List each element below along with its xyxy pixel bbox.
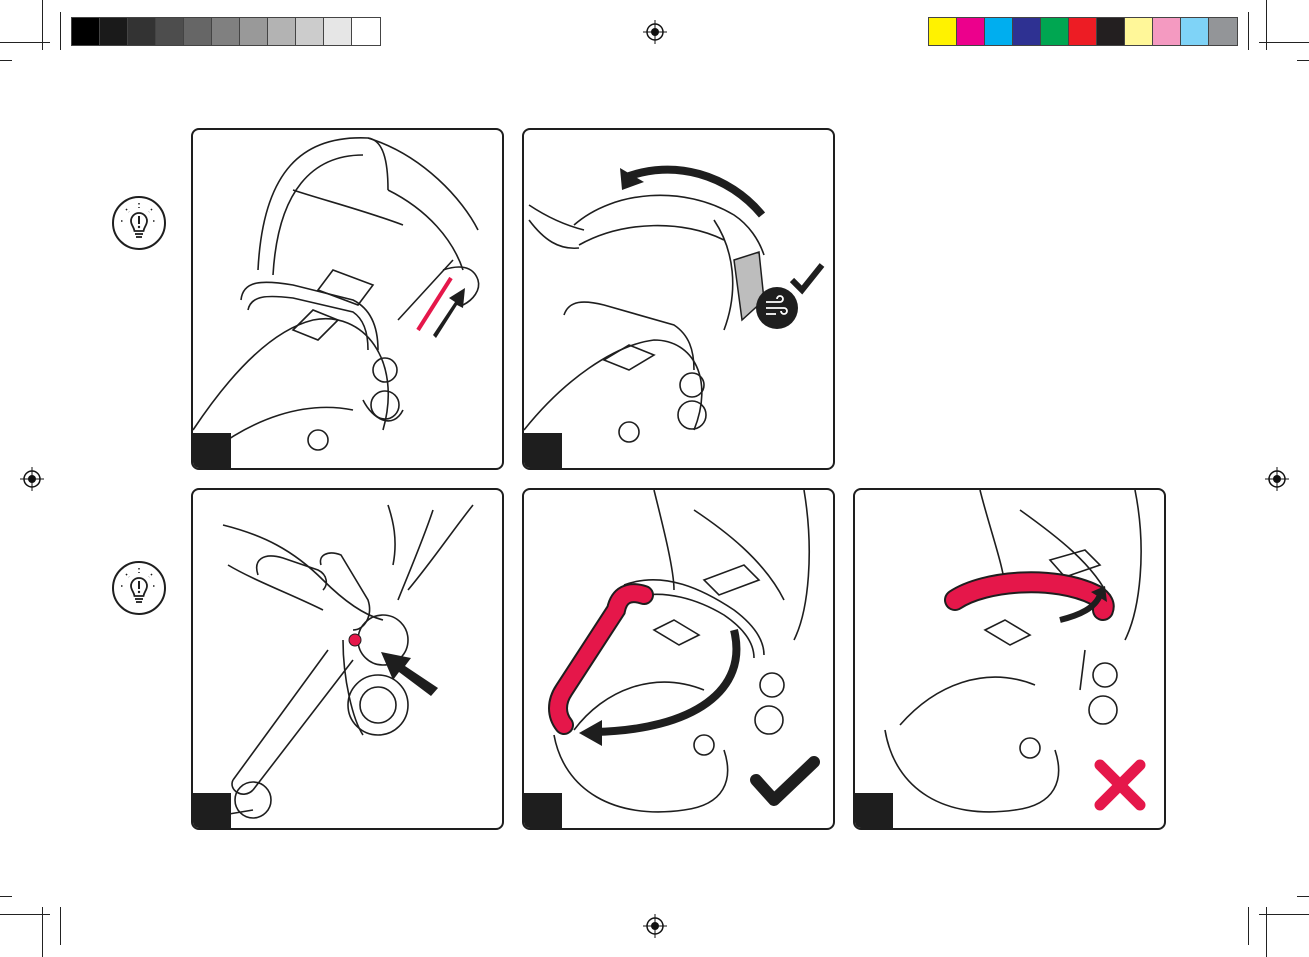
gray-swatch [352, 18, 380, 45]
registration-mark-icon [1265, 467, 1289, 491]
color-swatch [929, 18, 957, 45]
lightbulb-tip-icon [111, 560, 167, 616]
bumper-bar-swing-open-illustration [524, 490, 835, 830]
step-panel-e [853, 488, 1166, 830]
color-swatch [985, 18, 1013, 45]
gray-swatch [156, 18, 184, 45]
crop-mark [0, 896, 12, 897]
stroller-canopy-zip-illustration [193, 130, 504, 470]
gray-swatch [268, 18, 296, 45]
crop-mark [0, 914, 50, 915]
step-number-tab [853, 793, 893, 830]
step-panel-a [191, 128, 504, 470]
color-swatch [957, 18, 985, 45]
gray-swatch [100, 18, 128, 45]
step-number-tab [522, 433, 562, 470]
crop-mark [0, 60, 12, 61]
crop-mark [60, 907, 61, 945]
gray-swatch [72, 18, 100, 45]
gray-swatch [324, 18, 352, 45]
step-panel-b [522, 128, 835, 470]
registration-mark-icon [643, 914, 667, 938]
color-swatch [1209, 18, 1237, 45]
gray-swatch [296, 18, 324, 45]
crop-mark [1297, 60, 1309, 61]
crop-mark [1248, 12, 1249, 50]
small-checkmark-icon [792, 265, 822, 290]
color-swatch [1181, 18, 1209, 45]
grayscale-calibration-bar [71, 17, 381, 46]
color-swatch [1069, 18, 1097, 45]
crop-mark [60, 12, 61, 50]
cross-icon [1100, 765, 1140, 805]
checkmark-icon [756, 762, 814, 800]
crop-mark [1248, 907, 1249, 945]
crop-mark [1259, 914, 1309, 915]
bumper-bar-button-illustration [193, 490, 504, 830]
gray-swatch [212, 18, 240, 45]
crop-mark [1297, 896, 1309, 897]
gray-swatch [240, 18, 268, 45]
step-number-tab [191, 433, 231, 470]
crop-mark [1259, 42, 1309, 43]
color-swatch [1153, 18, 1181, 45]
stroller-canopy-fold-illustration [524, 130, 835, 470]
color-calibration-bar [928, 17, 1238, 46]
color-swatch [1125, 18, 1153, 45]
gray-swatch [184, 18, 212, 45]
step-number-tab [191, 793, 231, 830]
crop-mark [0, 42, 50, 43]
bumper-bar-lift-incorrect-illustration [855, 490, 1166, 830]
lightbulb-tip-icon [111, 195, 167, 251]
step-panel-d [522, 488, 835, 830]
step-panel-c [191, 488, 504, 830]
registration-mark-icon [20, 467, 44, 491]
ventilation-wind-icon [756, 287, 798, 329]
step-number-tab [522, 793, 562, 830]
gray-swatch [128, 18, 156, 45]
color-swatch [1013, 18, 1041, 45]
color-swatch [1041, 18, 1069, 45]
color-swatch [1097, 18, 1125, 45]
registration-mark-icon [643, 20, 667, 44]
